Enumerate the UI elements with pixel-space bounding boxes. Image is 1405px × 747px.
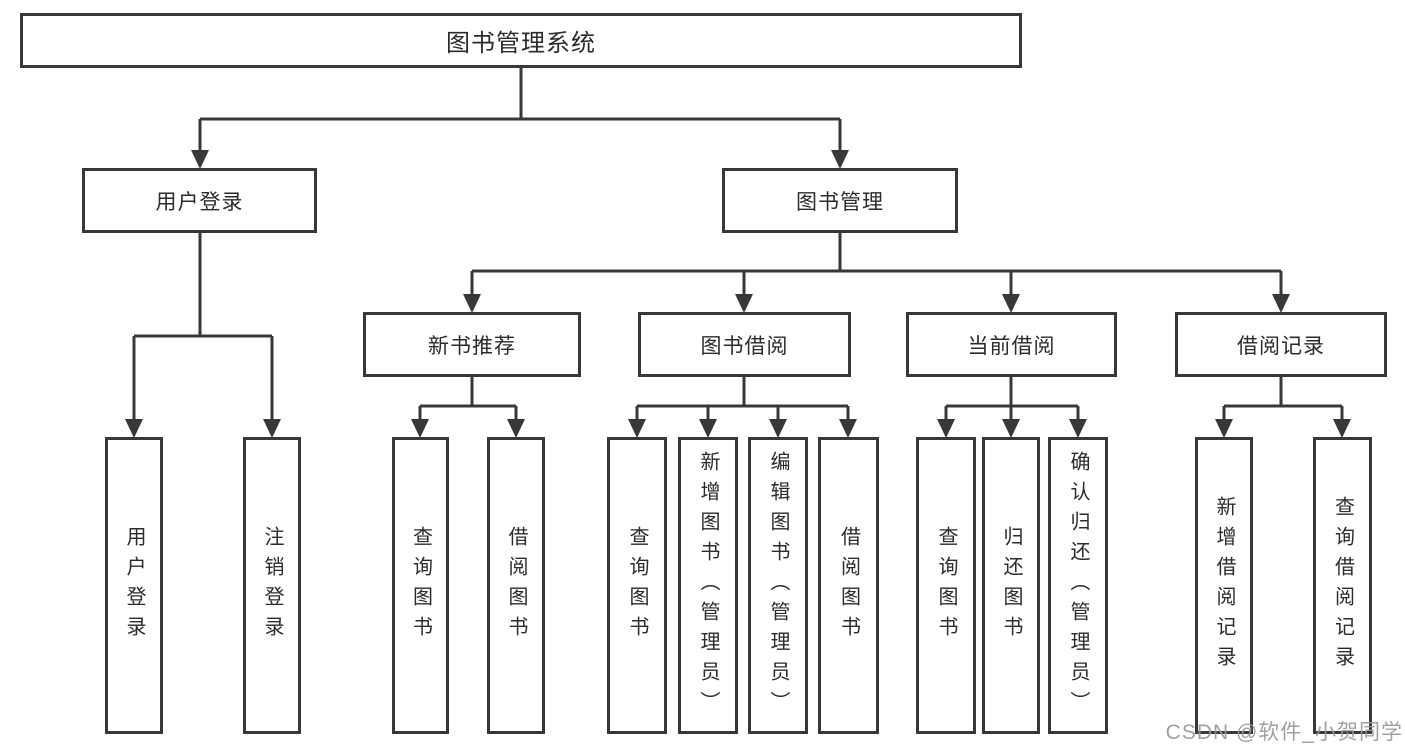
- connector-new-book-recommend-children: [418, 377, 518, 420]
- leaf-br-add-record-label: 新增借阅记录: [1213, 495, 1235, 676]
- arrowhead-bb-query-books: [628, 419, 646, 438]
- leaf-bb-query-books-label: 查询图书: [626, 525, 648, 646]
- node-current-borrowing: 当前借阅: [906, 312, 1117, 377]
- arrowhead-leaf-login: [125, 419, 143, 438]
- node-user-login-label: 用户登录: [155, 190, 244, 214]
- arrowhead-borrowing-records: [1272, 294, 1290, 313]
- leaf-cb-return-books: 归还图书: [982, 437, 1040, 734]
- leaf-bb-add-books-admin-label: 新增图书（管理员）: [697, 450, 719, 721]
- leaf-cb-return-books-label: 归还图书: [1000, 525, 1022, 646]
- arrowhead-cb-confirm-return: [1069, 419, 1087, 438]
- leaf-bb-edit-books-admin: 编辑图书（管理员）: [748, 437, 808, 734]
- node-root-label: 图书管理系统: [446, 30, 596, 57]
- node-root: 图书管理系统: [20, 13, 1022, 68]
- leaf-login: 用户登录: [105, 437, 163, 734]
- leaf-br-query-record-label: 查询借阅记录: [1331, 495, 1354, 676]
- arrowhead-book-borrowing: [735, 294, 753, 313]
- leaf-login-label: 用户登录: [123, 525, 145, 646]
- node-new-book-recommend-label: 新书推荐: [428, 334, 516, 358]
- arrowhead-book-management: [831, 150, 849, 169]
- connector-borrowing-records-children: [1222, 377, 1344, 420]
- connector-user-login-children: [132, 233, 274, 420]
- arrowhead-bb-borrow-books: [839, 419, 857, 438]
- leaf-br-query-record: 查询借阅记录: [1313, 437, 1372, 734]
- csdn-watermark: CSDN @软件_小贺同学: [1165, 721, 1403, 744]
- leaf-logout-label: 注销登录: [261, 525, 283, 646]
- arrowhead-br-query-record: [1333, 419, 1351, 438]
- leaf-rec-borrow-books: 借阅图书: [487, 437, 545, 734]
- connector-root-to-level2: [198, 68, 842, 151]
- leaf-cb-confirm-return-admin: 确认归还（管理员）: [1048, 437, 1108, 734]
- arrowhead-bb-add-books: [699, 419, 717, 438]
- leaf-cb-query-books-label: 查询图书: [935, 525, 957, 646]
- node-book-management-label: 图书管理: [796, 190, 884, 214]
- leaf-bb-borrow-books-label: 借阅图书: [837, 525, 860, 646]
- arrowhead-cb-query-books: [937, 419, 955, 438]
- leaf-rec-borrow-books-label: 借阅图书: [505, 525, 527, 646]
- leaf-br-add-record: 新增借阅记录: [1195, 437, 1253, 734]
- node-borrowing-records: 借阅记录: [1175, 312, 1387, 377]
- arrowhead-leaf-logout: [263, 419, 281, 438]
- connector-book-management-children: [470, 233, 1283, 295]
- arrowhead-rec-query-books: [411, 419, 429, 438]
- leaf-bb-borrow-books: 借阅图书: [818, 437, 879, 734]
- node-book-management: 图书管理: [722, 168, 958, 233]
- node-user-login: 用户登录: [82, 168, 317, 233]
- connector-current-borrowing-children: [944, 377, 1080, 420]
- leaf-rec-query-books: 查询图书: [392, 437, 449, 734]
- node-book-borrowing: 图书借阅: [638, 312, 851, 377]
- arrowhead-cb-return-books: [1002, 419, 1020, 438]
- leaf-bb-add-books-admin: 新增图书（管理员）: [678, 437, 738, 734]
- leaf-rec-query-books-label: 查询图书: [409, 525, 432, 646]
- arrowhead-user-login: [191, 150, 209, 169]
- arrowhead-br-add-record: [1215, 419, 1233, 438]
- leaf-cb-confirm-return-admin-label: 确认归还（管理员）: [1067, 450, 1089, 721]
- node-new-book-recommend: 新书推荐: [363, 312, 581, 377]
- arrowhead-bb-edit-books: [769, 419, 787, 438]
- leaf-cb-query-books: 查询图书: [916, 437, 976, 734]
- arrowhead-current-borrowing: [1002, 294, 1020, 313]
- node-book-borrowing-label: 图书借阅: [700, 334, 789, 358]
- arrowhead-rec-borrow-books: [507, 419, 525, 438]
- node-current-borrowing-label: 当前借阅: [967, 334, 1056, 358]
- leaf-bb-edit-books-admin-label: 编辑图书（管理员）: [767, 450, 789, 721]
- node-borrowing-records-label: 借阅记录: [1237, 334, 1325, 358]
- leaf-bb-query-books: 查询图书: [607, 437, 667, 734]
- leaf-logout: 注销登录: [243, 437, 301, 734]
- arrowhead-new-book-recommend: [463, 294, 481, 313]
- connector-book-borrowing-children: [635, 377, 850, 420]
